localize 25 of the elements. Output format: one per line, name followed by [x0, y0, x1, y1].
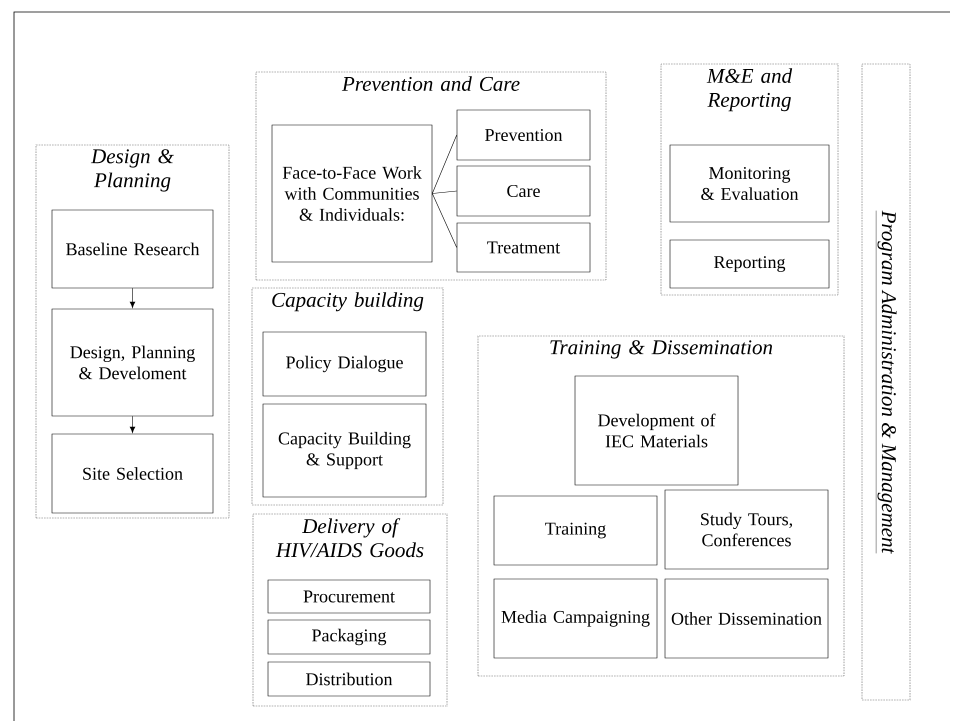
process-box: Care	[456, 166, 590, 216]
process-box: Training	[494, 496, 658, 566]
process-box: Packaging	[268, 620, 430, 654]
process-box: Capacity Building & Support	[262, 404, 426, 498]
process-box: Baseline Research	[52, 210, 214, 288]
process-box: Monitoring & Evaluation	[670, 144, 830, 222]
process-box: Site Selection	[52, 434, 214, 514]
process-box: Design, Planning & Develoment	[52, 308, 214, 416]
process-box: Prevention	[456, 110, 590, 160]
process-box: Policy Dialogue	[262, 332, 426, 396]
process-box: Development of IEC Materials	[574, 376, 738, 486]
process-box: Distribution	[268, 662, 430, 696]
process-box: Other Dissemination	[664, 578, 828, 658]
process-box: Media Campaigning	[494, 578, 658, 658]
connector	[432, 193, 457, 248]
process-box: Reporting	[670, 240, 830, 288]
process-box: Treatment	[456, 222, 590, 272]
process-box: Face-to-Face Work with Communities & Individuals:	[272, 124, 432, 262]
connector	[130, 416, 136, 433]
connector	[432, 134, 457, 194]
process-box: Procurement	[268, 580, 430, 614]
connector	[130, 288, 136, 308]
connector	[432, 190, 457, 194]
vertical-band: Program Administration & Management	[862, 64, 910, 700]
process-box: Study Tours, Conferences	[664, 490, 828, 570]
